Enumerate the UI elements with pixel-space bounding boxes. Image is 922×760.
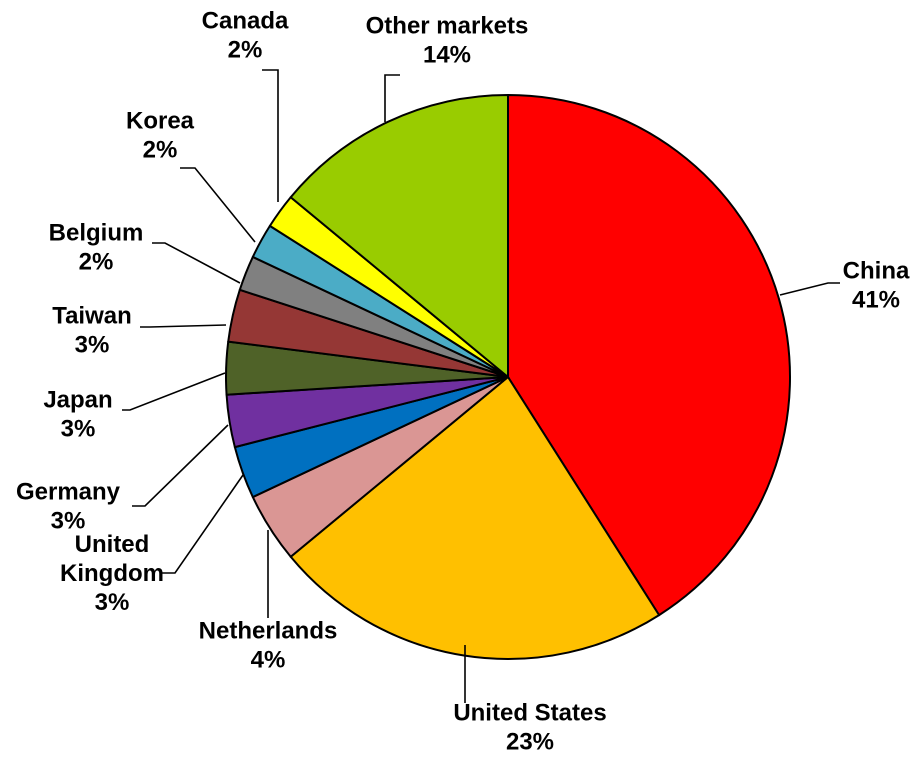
leader-line-belgium bbox=[152, 242, 241, 284]
leader-line-other-markets bbox=[384, 74, 400, 122]
leader-lines bbox=[122, 69, 840, 703]
slice-percent: 3% bbox=[75, 332, 110, 359]
pie-slice-united-states bbox=[289, 376, 661, 660]
leader-line-china bbox=[779, 282, 840, 296]
leader-line-germany bbox=[132, 424, 229, 507]
slice-name: Korea bbox=[126, 108, 195, 135]
pie-slices bbox=[225, 94, 791, 660]
slice-percent: 2% bbox=[228, 37, 263, 64]
pie-slice-china bbox=[507, 94, 791, 617]
slice-percent: 4% bbox=[251, 647, 286, 674]
slice-percent: 14% bbox=[423, 42, 471, 69]
leader-line-united-kingdom bbox=[160, 474, 244, 574]
slice-name: Germany bbox=[16, 479, 121, 506]
slice-percent: 3% bbox=[95, 589, 130, 616]
slice-name: United bbox=[75, 531, 150, 558]
slice-name: Belgium bbox=[49, 220, 144, 247]
leader-line-korea bbox=[180, 167, 256, 243]
pie-slice-other-markets bbox=[289, 94, 509, 378]
slice-name: Kingdom bbox=[60, 560, 164, 587]
slice-percent: 3% bbox=[51, 508, 86, 535]
slice-name: China bbox=[843, 258, 910, 285]
leader-line-taiwan bbox=[140, 324, 227, 328]
leader-line-canada bbox=[262, 69, 279, 202]
slice-percent: 2% bbox=[143, 137, 178, 164]
slice-name: Japan bbox=[43, 387, 112, 414]
slice-name: Taiwan bbox=[52, 303, 132, 330]
slice-percent: 41% bbox=[852, 287, 900, 314]
leader-line-japan bbox=[122, 372, 226, 411]
slice-percent: 3% bbox=[61, 416, 96, 443]
slice-name: United States bbox=[453, 700, 606, 727]
slice-percent: 23% bbox=[506, 729, 554, 756]
slice-name: Other markets bbox=[366, 13, 529, 40]
slice-name: Netherlands bbox=[199, 618, 338, 645]
slice-percent: 2% bbox=[79, 249, 114, 276]
slice-name: Canada bbox=[202, 8, 289, 35]
